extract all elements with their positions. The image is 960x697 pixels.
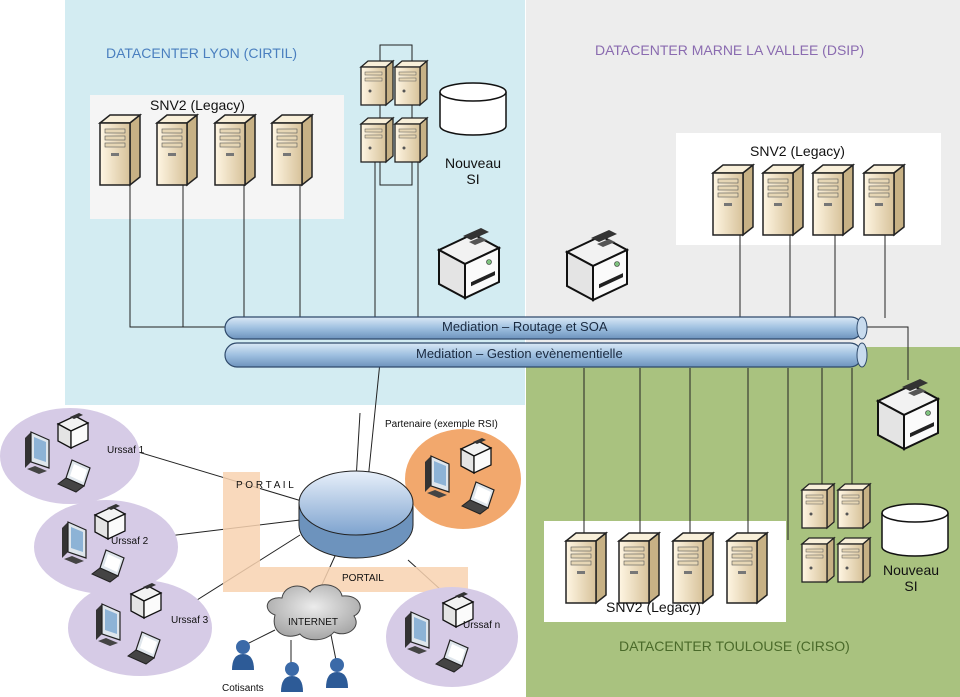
lyon-legacy-label: SNV2 (Legacy) — [150, 97, 245, 113]
portail-horizontal-label: PORTAIL — [342, 573, 384, 584]
printer-icon — [566, 229, 628, 301]
datacenter-toulouse-title: DATACENTER TOULOUSE (CIRSO) — [619, 638, 850, 654]
server-icon — [214, 114, 256, 186]
datacenter-lyon-title: DATACENTER LYON (CIRTIL) — [106, 45, 298, 61]
server-icon — [812, 164, 854, 236]
server-icon — [99, 114, 141, 186]
urssaf-n-label: Urssaf n — [463, 620, 501, 631]
mediation-routing-label: Mediation – Routage et SOA — [442, 319, 608, 334]
toulouse-legacy-label: SNV2 (Legacy) — [606, 599, 701, 615]
mediation-events-label: Mediation – Gestion evènementielle — [416, 346, 623, 361]
urssaf-2-label: Urssaf 2 — [111, 536, 149, 547]
server-icon — [360, 117, 394, 163]
server-icon — [801, 537, 835, 583]
server-icon — [156, 114, 198, 186]
printer-icon — [877, 378, 939, 450]
urssaf-3-circle — [68, 580, 212, 676]
server-icon — [271, 114, 313, 186]
mediation-events-pipe — [224, 342, 868, 368]
server-icon — [394, 60, 428, 106]
portal-database — [298, 470, 414, 559]
lyon-nouveau-si-label: Nouveau SI — [439, 155, 507, 187]
marne-legacy-label: SNV2 (Legacy) — [750, 143, 845, 159]
server-icon — [712, 164, 754, 236]
urssaf-3-label: Urssaf 3 — [171, 615, 209, 626]
nouveau-si-line2: SI — [466, 171, 480, 187]
server-icon — [394, 117, 428, 163]
user-icon — [281, 662, 303, 692]
server-icon — [762, 164, 804, 236]
database-icon — [881, 503, 949, 557]
printer-icon — [438, 227, 500, 299]
urssaf-1-label: Urssaf 1 — [107, 445, 145, 456]
user-icon — [232, 640, 254, 670]
portail-band — [223, 472, 468, 592]
partenaire-circle — [405, 429, 521, 529]
server-icon — [801, 483, 835, 529]
nouveau-si-line1: Nouveau — [444, 155, 502, 171]
server-icon — [726, 532, 768, 604]
internet-label: INTERNET — [288, 617, 338, 628]
toulouse-nouveau-si-label: Nouveau SI — [877, 562, 945, 594]
server-icon — [360, 60, 394, 106]
portail-vertical-label: P O R T A I L — [236, 480, 294, 491]
server-icon — [863, 164, 905, 236]
user-icon — [326, 658, 348, 688]
server-icon — [618, 532, 660, 604]
connector-lines — [124, 44, 909, 665]
urssaf-n-circle — [386, 587, 518, 687]
nouveau-si-line2: SI — [904, 578, 918, 594]
cloud-icon — [266, 584, 361, 641]
nouveau-si-line1: Nouveau — [882, 562, 940, 578]
urssaf-1-circle — [0, 408, 140, 504]
partenaire-label: Partenaire (exemple RSI) — [385, 419, 498, 430]
server-icon — [672, 532, 714, 604]
server-icon — [565, 532, 607, 604]
database-icon — [439, 82, 507, 136]
datacenter-marne-title: DATACENTER MARNE LA VALLEE (DSIP) — [595, 42, 865, 58]
mediation-routing-pipe — [224, 316, 868, 340]
server-icon — [837, 537, 871, 583]
server-icon — [837, 483, 871, 529]
cotisants-label: Cotisants — [222, 683, 264, 694]
